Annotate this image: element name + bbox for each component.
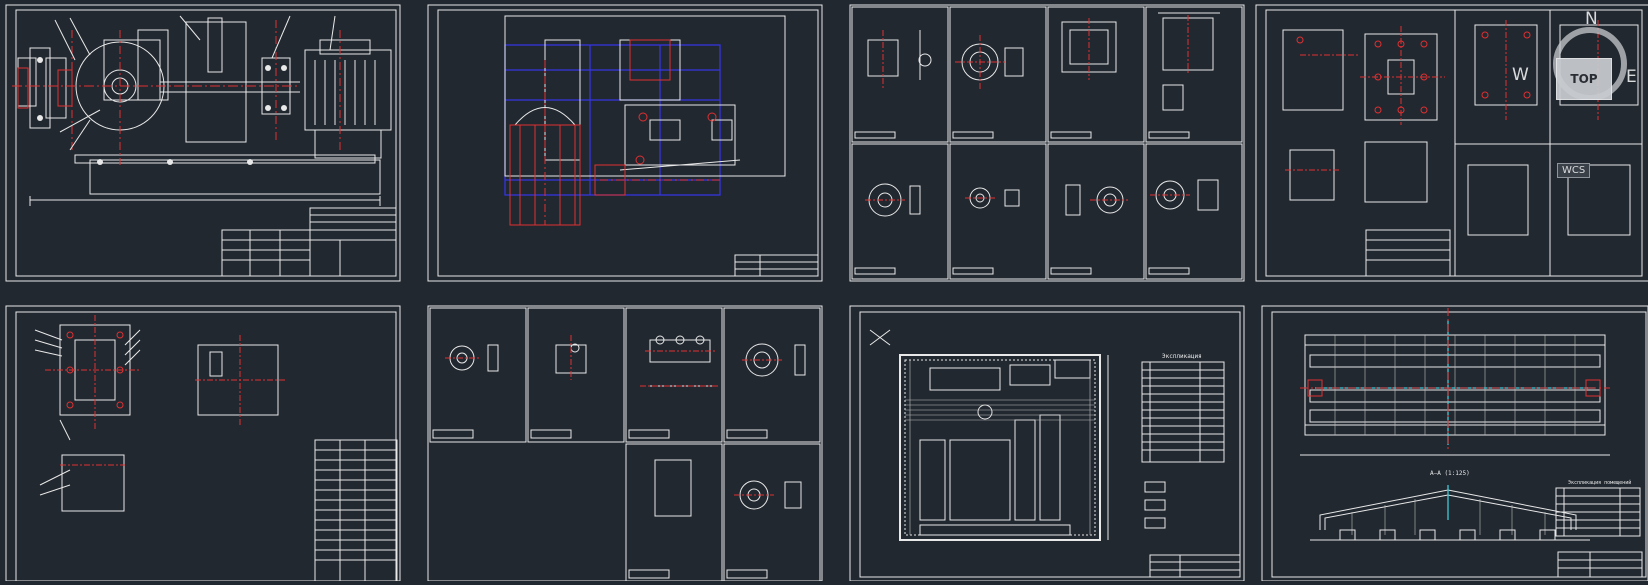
viewcube-west-label[interactable]: W [1512,65,1529,85]
sheet-building-section[interactable]: А–А (1:125) Экспликация помещений [1261,305,1648,582]
sheet-room-plan[interactable]: Экспликация [849,305,1245,582]
building-legend-title: Экспликация помещений [1568,480,1631,486]
ucs-wcs-button[interactable]: WCS [1557,163,1591,178]
viewcube-north-label[interactable]: N [1585,9,1598,29]
sheet-details-grid-a[interactable] [849,4,1245,282]
sheet-details-grid-b[interactable] [427,305,823,582]
sheet-layout-plan[interactable] [427,4,823,282]
viewcube-top-face[interactable]: TOP [1556,58,1612,100]
sheet-support-bracket[interactable] [5,305,401,582]
viewcube-east-label[interactable]: E [1626,67,1637,87]
sheet-flange-drawings[interactable] [1255,4,1648,282]
sheet-pump-assembly[interactable] [5,4,401,282]
section-label: А–А (1:125) [1430,470,1470,477]
room-plan-legend-title: Экспликация [1162,353,1202,360]
